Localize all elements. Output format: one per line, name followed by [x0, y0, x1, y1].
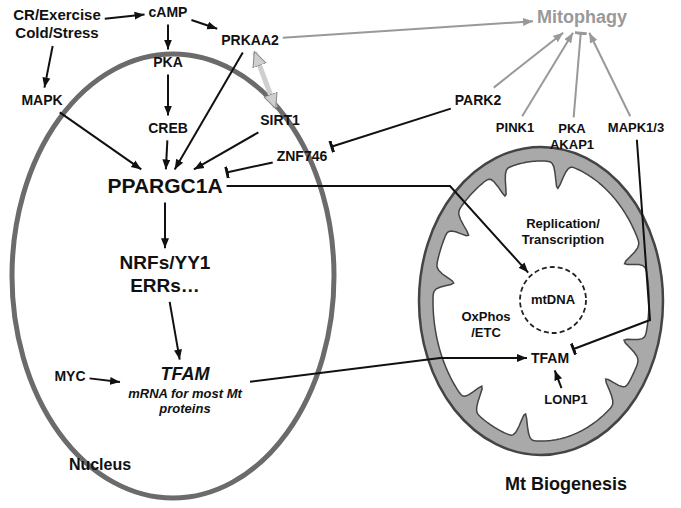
- dna-circle-node: mtDNA: [518, 265, 588, 335]
- connector: [494, 33, 564, 88]
- node-label: CREB: [148, 120, 188, 137]
- node-label: MYC: [54, 368, 85, 385]
- label-node: MYC: [54, 368, 85, 385]
- label-node: Mitophagy: [537, 7, 627, 29]
- connector: [227, 162, 273, 172]
- node-label: NRFs/YY1 ERRs…: [120, 252, 211, 298]
- node-label: PKA AKAP1: [550, 121, 594, 152]
- node-label: OxPhos /ETC: [461, 309, 510, 340]
- connector: [164, 203, 166, 249]
- connector: [166, 140, 168, 169]
- node-label: PKA: [153, 54, 183, 71]
- node-label: MAPK1/3: [608, 120, 664, 136]
- mtdna-circle: [520, 267, 586, 333]
- node-label: Nucleus: [69, 455, 131, 474]
- inner-membrane-cristae: [433, 161, 649, 441]
- connector: [170, 302, 180, 360]
- node-label: Mt Biogenesis: [505, 474, 627, 496]
- connector: [283, 21, 533, 38]
- node-label: cAMP: [149, 4, 188, 21]
- mitochondrion-region: Mt Biogenesis Replication/ Transcription m…: [416, 145, 666, 500]
- node-label: PPARGC1A: [107, 173, 222, 198]
- label-node: ZNF746: [277, 148, 328, 165]
- label-node: PKA AKAP1: [550, 121, 594, 152]
- label-node: PARK2: [455, 92, 501, 109]
- node-label: SIRT1: [260, 112, 300, 129]
- label-node: NRFs/YY1 ERRs…: [120, 252, 211, 298]
- label-node: PKA: [153, 54, 183, 71]
- connector: [90, 378, 120, 382]
- nucleus-region: Nucleus CREB PPARGC1A NRFs/YY1 ERRs… MYC TFAM…: [8, 50, 338, 502]
- node-label: Replication/ Transcription: [522, 216, 604, 247]
- node-label: PRKAA2: [221, 32, 279, 49]
- node-label: PARK2: [455, 92, 501, 109]
- label-node: OxPhos /ETC: [461, 309, 510, 340]
- connector: [522, 33, 573, 116]
- node-label: mRNA for most Mt proteins: [124, 385, 246, 416]
- label-node: MAPK: [21, 92, 62, 109]
- connector: [175, 52, 243, 169]
- label-node: CR/Exercise Cold/Stress: [13, 6, 101, 42]
- nucleus-ellipse: [12, 54, 334, 498]
- label-node: Replication/ Transcription: [522, 216, 604, 247]
- label-node: PPARGC1A: [107, 173, 222, 198]
- label-node: TFAMmRNA for most Mt proteins: [124, 364, 246, 417]
- label-node: TFAM: [531, 350, 569, 367]
- label-node: PRKAA2: [221, 32, 279, 49]
- connector: [331, 109, 451, 147]
- connector: [574, 33, 581, 118]
- label-node: CREB: [148, 120, 188, 137]
- connector: [194, 132, 258, 169]
- connector: [191, 20, 217, 29]
- label-node: PINK1: [496, 120, 534, 136]
- node-label: mtDNA: [531, 292, 575, 308]
- node-label: Mitophagy: [537, 7, 627, 29]
- node-label: MAPK: [21, 92, 62, 109]
- node-label: CR/Exercise Cold/Stress: [13, 6, 101, 42]
- connector: [167, 74, 169, 115]
- label-node: SIRT1: [260, 112, 300, 129]
- label-node: cAMP: [149, 4, 188, 21]
- connector: [589, 33, 630, 116]
- outer-membrane: [419, 147, 663, 455]
- label-node: LONP1: [544, 392, 587, 408]
- connector: [60, 112, 142, 169]
- connector: [44, 46, 52, 88]
- node-label: ZNF746: [277, 148, 328, 165]
- connector: [167, 24, 169, 49]
- node-label: PINK1: [496, 120, 534, 136]
- connector: [105, 15, 145, 19]
- node-label: LONP1: [544, 392, 587, 408]
- node-label: TFAM: [531, 350, 569, 367]
- label-node: MAPK1/3: [608, 120, 664, 136]
- connector: [255, 52, 276, 107]
- node-label: TFAM: [124, 364, 246, 386]
